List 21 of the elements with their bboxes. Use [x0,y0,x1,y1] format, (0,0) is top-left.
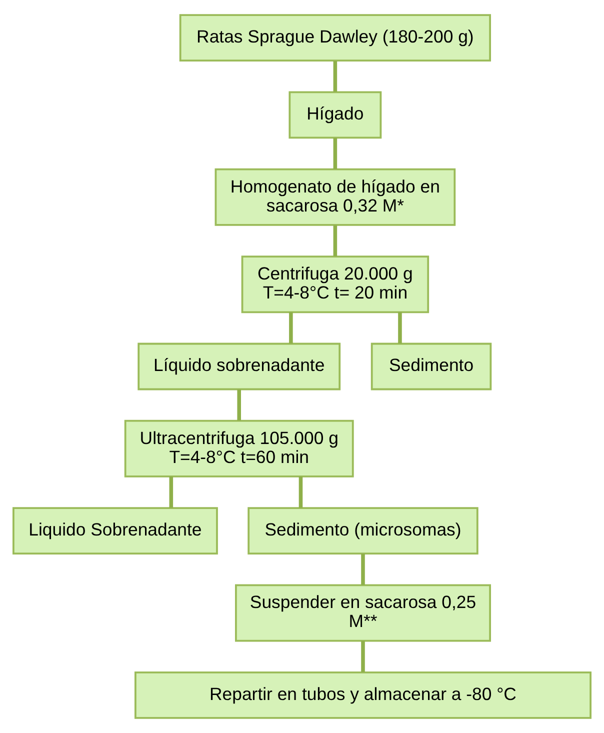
node-box: Suspender en sacarosa 0,25 M** [235,584,491,642]
connector [333,138,338,170]
connector [361,554,365,585]
connector [361,640,365,672]
node-box: Hígado [288,91,382,139]
node-box: Sedimento [370,342,492,390]
connector [298,476,303,508]
node-box: Ultracentrifuga 105.000 g T=4-8°C t=60 min [124,420,354,478]
node-box: Sedimento (microsomas) [248,507,478,555]
connector [398,312,402,344]
node-box: Homogenato de hígado en sacarosa 0,32 M* [214,168,456,226]
connector [289,312,293,344]
node-box: Líquido sobrenadante [138,342,341,390]
node-box: Repartir en tubos y almacenar a -80 °C [134,671,592,719]
node-box: Liquido Sobrenadante [12,507,218,555]
connector [333,60,338,92]
connector [237,389,241,421]
node-box: Ratas Sprague Dawley (180-200 g) [179,14,491,62]
connector [169,476,174,508]
node-box: Centrifuga 20.000 g T=4-8°C t= 20 min [241,256,430,314]
connector [333,225,338,256]
